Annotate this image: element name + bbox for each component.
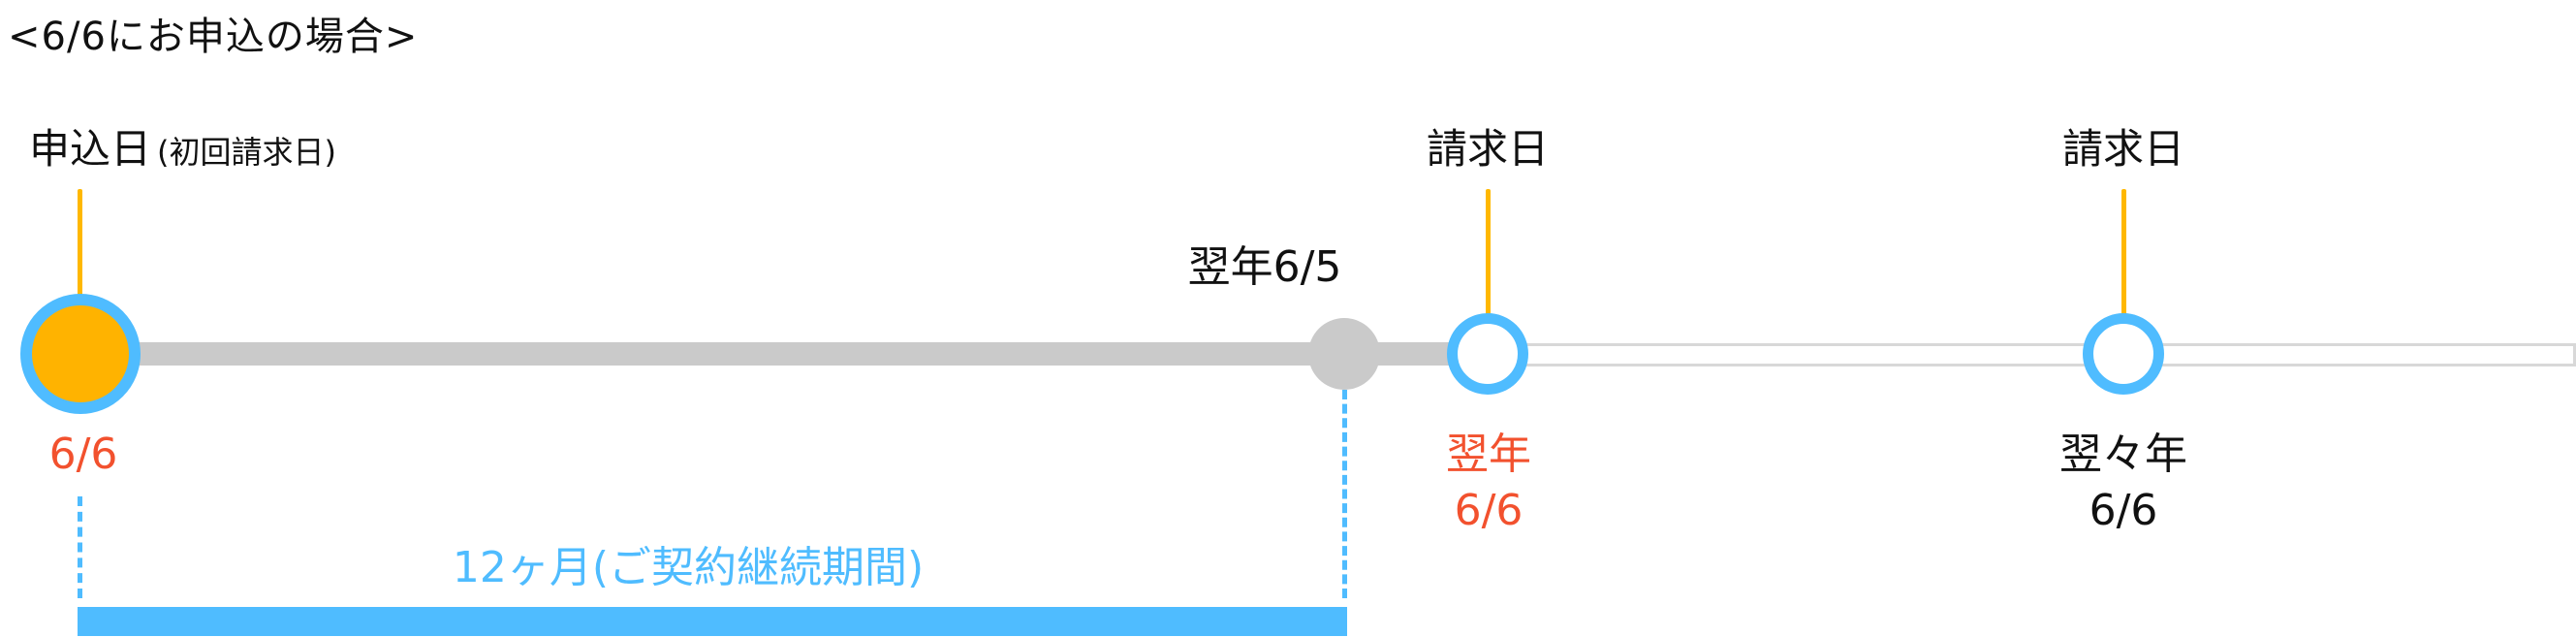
diagram-title: <6/6にお申込の場合> bbox=[8, 15, 419, 59]
billing-1-marker-line bbox=[1486, 189, 1491, 315]
contract-period-bar bbox=[78, 607, 1347, 636]
start-label-group: 申込日(初回請求日) bbox=[29, 124, 336, 177]
timeline-track-elapsed bbox=[136, 342, 1492, 366]
period-label: 12ヶ月(ご契約継続期間) bbox=[452, 543, 925, 592]
billing-1-node bbox=[1447, 313, 1528, 395]
period-end-dashed-line bbox=[1342, 390, 1347, 598]
billing-2-label: 請求日 bbox=[2061, 125, 2185, 173]
billing-1-date-year: 翌年 bbox=[1446, 430, 1531, 479]
billing-2-date: 翌々年 6/6 bbox=[2059, 427, 2187, 539]
billing-2-marker-line bbox=[2121, 189, 2126, 315]
billing-2-date-day: 6/6 bbox=[2089, 486, 2158, 535]
contract-end-label: 翌年6/5 bbox=[1187, 242, 1342, 292]
billing-1-date: 翌年 6/6 bbox=[1446, 427, 1531, 539]
period-start-dashed-line bbox=[78, 496, 82, 598]
start-node bbox=[20, 294, 141, 414]
start-label: 申込日 bbox=[29, 125, 152, 173]
billing-2-date-year: 翌々年 bbox=[2059, 430, 2187, 479]
timeline-track-future bbox=[1522, 343, 2576, 366]
start-marker-line bbox=[78, 189, 82, 296]
contract-end-node bbox=[1308, 318, 1380, 390]
start-date: 6/6 bbox=[48, 430, 118, 479]
billing-1-date-day: 6/6 bbox=[1454, 486, 1524, 535]
billing-2-node bbox=[2083, 313, 2164, 395]
start-sublabel: (初回請求日) bbox=[157, 134, 336, 171]
billing-1-label: 請求日 bbox=[1426, 125, 1550, 173]
